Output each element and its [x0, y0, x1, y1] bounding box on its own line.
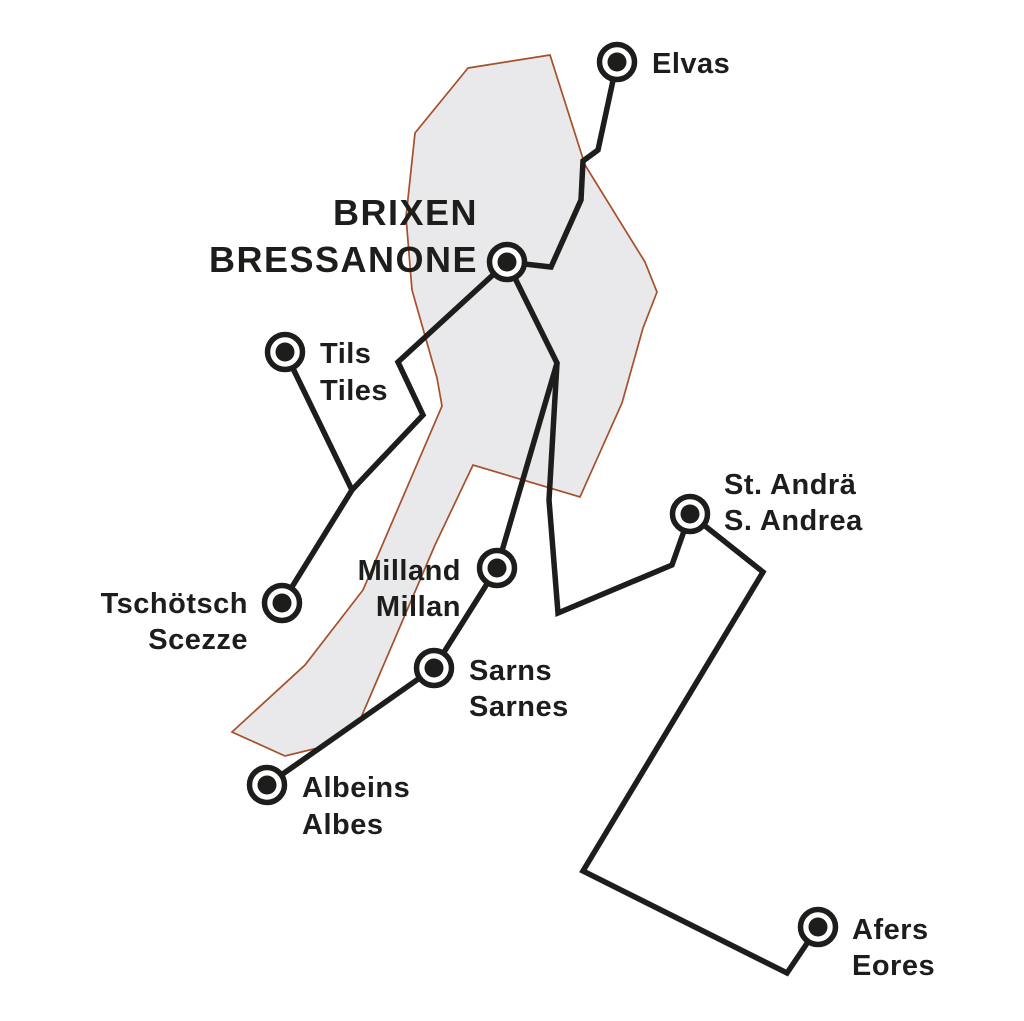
node-brixen — [486, 241, 528, 283]
label-milland-line-2: Millan — [376, 591, 461, 623]
node-albeins-dot — [257, 775, 277, 795]
label-tils-line-2: Tiles — [320, 375, 388, 407]
label-tschoetsch-line-1: Tschötsch — [101, 588, 248, 620]
node-tils-dot — [275, 342, 295, 362]
label-st-andrae-line-1: St. Andrä — [724, 469, 857, 501]
label-afers-line-2: Eores — [852, 950, 935, 982]
node-milland — [476, 547, 518, 589]
node-albeins — [246, 764, 288, 806]
label-brixen-line-1: BRIXEN — [333, 192, 478, 233]
label-milland-line-1: Milland — [358, 555, 461, 587]
route-tils-spur — [282, 350, 355, 492]
node-sarns-dot — [424, 658, 444, 678]
label-albeins-line-1: Albeins — [302, 772, 410, 804]
route-st-andrae-afers — [579, 511, 821, 977]
node-sarns — [413, 647, 455, 689]
node-elvas-dot — [607, 52, 627, 72]
label-albeins-line-2: Albes — [302, 809, 383, 841]
node-milland-dot — [487, 558, 507, 578]
node-elvas — [596, 41, 638, 83]
node-brixen-dot — [497, 252, 517, 272]
node-tschoetsch-dot — [272, 593, 292, 613]
route-junction-st-andrae — [546, 362, 693, 618]
label-tschoetsch-line-2: Scezze — [148, 624, 248, 656]
route-brixen-elvas — [506, 61, 620, 270]
label-afers-line-1: Afers — [852, 914, 929, 946]
route-brixen-tschoetsch — [279, 259, 509, 605]
label-st-andrae-line-2: S. Andrea — [724, 505, 863, 537]
label-brixen-line-2: BRESSANONE — [209, 239, 478, 280]
node-afers-dot — [808, 917, 828, 937]
label-sarns-line-1: Sarns — [469, 655, 552, 687]
node-tils — [264, 331, 306, 373]
node-st-andrae-dot — [680, 504, 700, 524]
node-tschoetsch — [261, 582, 303, 624]
label-tils-line-1: Tils — [320, 338, 371, 370]
node-afers — [797, 906, 839, 948]
label-elvas-line-1: Elvas — [652, 48, 730, 80]
node-st-andrae — [669, 493, 711, 535]
label-sarns-line-2: Sarnes — [469, 691, 569, 723]
